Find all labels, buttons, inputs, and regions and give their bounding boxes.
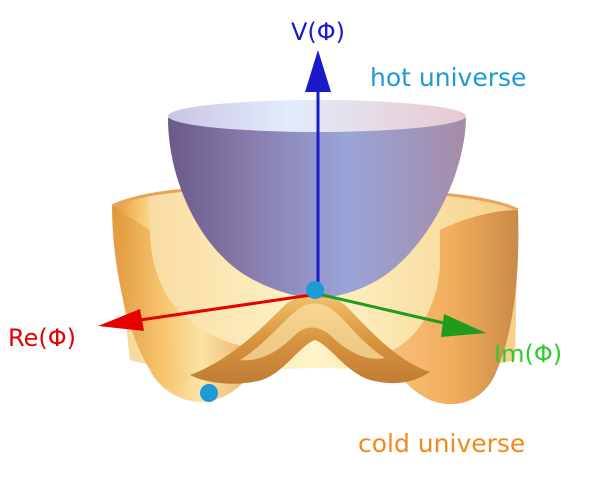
im-axis bbox=[317, 292, 486, 337]
im-axis-label: Im(Φ) bbox=[494, 340, 562, 368]
cold-universe-label: cold universe bbox=[358, 429, 525, 458]
re-axis-label: Re(Φ) bbox=[8, 324, 76, 352]
re-axis bbox=[98, 292, 319, 331]
im-axis-arrowhead bbox=[441, 314, 486, 337]
re-axis-arrowhead bbox=[98, 309, 144, 331]
v-axis-arrowhead bbox=[305, 50, 331, 92]
v-axis-label: V(Φ) bbox=[291, 18, 345, 46]
hot-universe-label: hot universe bbox=[370, 63, 526, 92]
v-axis bbox=[305, 50, 331, 292]
hot-state-dot bbox=[306, 281, 324, 299]
cold-state-dot bbox=[200, 384, 218, 402]
